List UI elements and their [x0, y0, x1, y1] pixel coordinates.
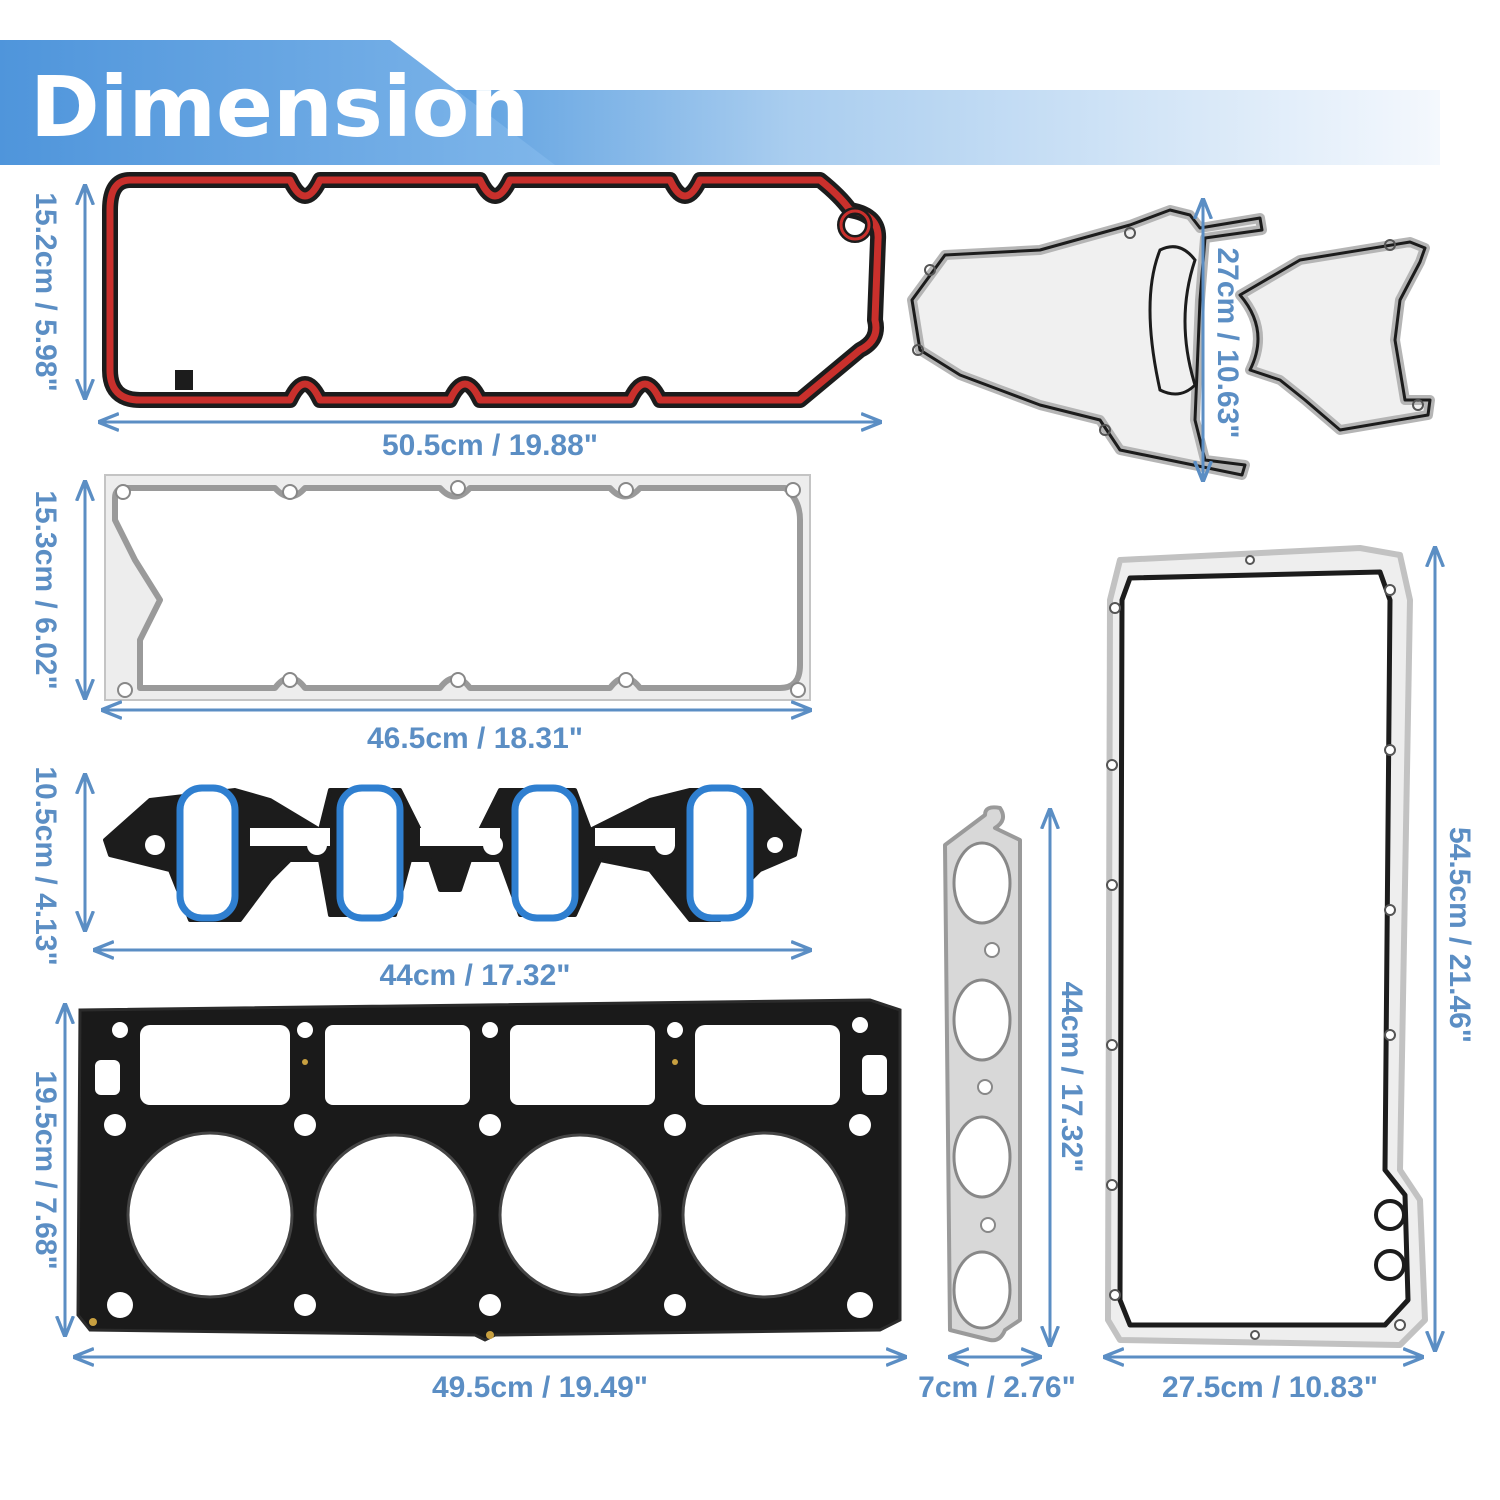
timing-cover-height-label: 27cm / 10.63": [1211, 247, 1244, 438]
exhaust-height-label: 44cm / 17.32": [1055, 981, 1088, 1172]
oilpan-width-label: 27.5cm / 10.83": [1162, 1371, 1378, 1404]
cylinder-head-gasket: [76, 998, 902, 1342]
valley-height-label: 15.3cm / 6.02": [29, 490, 62, 689]
intake-manifold-gasket: [103, 784, 802, 922]
valve-cover-height-label: 15.2cm / 5.98": [29, 192, 62, 391]
intake-width-label: 44cm / 17.32": [379, 959, 570, 992]
valley-width-label: 46.5cm / 18.31": [367, 722, 583, 755]
head-width-label: 49.5cm / 19.49": [432, 1371, 648, 1404]
valve-cover-width-label: 50.5cm / 19.88": [382, 429, 598, 462]
intake-height-label: 10.5cm / 4.13": [29, 766, 62, 965]
timing-cover-gasket: [907, 205, 1435, 480]
head-height-label: 19.5cm / 7.68": [29, 1070, 62, 1269]
oil-pan-gasket: [1105, 545, 1428, 1348]
exhaust-manifold-gasket: [943, 805, 1022, 1343]
oilpan-height-label: 54.5cm / 21.46": [1443, 827, 1476, 1043]
exhaust-width-label: 7cm / 2.76": [918, 1371, 1076, 1404]
valley-cover-gasket: [104, 474, 811, 701]
valve-cover-gasket: [102, 172, 887, 408]
page-title: Dimension: [30, 58, 529, 156]
header-banner: Dimension: [0, 40, 1440, 165]
